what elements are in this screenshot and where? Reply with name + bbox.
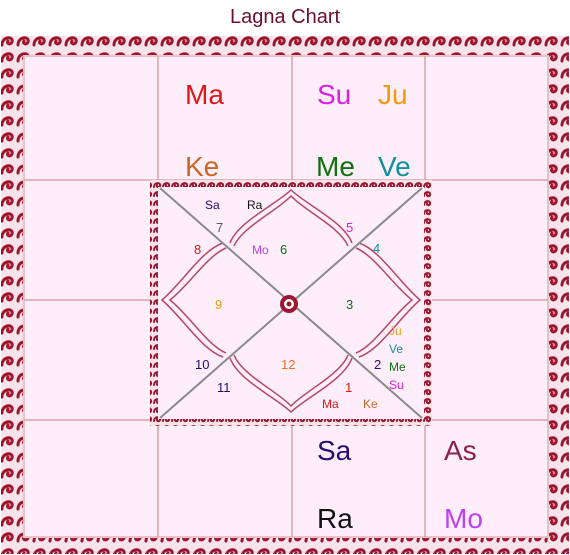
house-number: 9 [215, 297, 222, 312]
planet-label: Ve [389, 342, 403, 356]
house-number: 3 [346, 297, 353, 312]
planet-label: Ra [317, 503, 353, 534]
house-number: 7 [216, 220, 223, 235]
planet-label: Su [317, 79, 351, 110]
planet-label: Ra [247, 198, 263, 212]
planet-label: Me [389, 360, 406, 374]
planet-label: Ma [185, 79, 224, 110]
planet-label: Ju [378, 79, 408, 110]
planet-label: Sa [317, 435, 352, 466]
house-number: 12 [281, 357, 295, 372]
planet-label: Ke [363, 397, 378, 411]
planet-label: Ma [322, 397, 339, 411]
planet-label: Ve [378, 151, 411, 182]
planet-label: Mo [444, 503, 483, 534]
planet-label: Sa [205, 198, 220, 212]
house-number: 5 [346, 220, 353, 235]
house-number: 2 [374, 357, 381, 372]
house-number: 6 [280, 242, 287, 257]
outer-planets: Ma Ke Su Ju Me Ve Sa Ra As Mo [185, 79, 483, 534]
house-number: 4 [373, 241, 380, 256]
house-number: 11 [217, 380, 231, 395]
planet-label: Ju [389, 324, 402, 338]
inner-chart [150, 180, 432, 426]
inner-petals [160, 188, 422, 414]
inner-planets: Sa Ra Mo Ju Ve Me Su Ma Ke [205, 198, 406, 411]
house-numbers: 7 8 6 5 4 9 3 10 11 12 2 1 [194, 220, 381, 395]
planet-label: Ke [185, 151, 219, 182]
planet-label: Su [389, 378, 404, 392]
planet-label: As [444, 435, 477, 466]
house-number: 10 [195, 357, 209, 372]
planet-label: Me [316, 151, 355, 182]
planet-label: Mo [252, 243, 269, 257]
house-number: 8 [194, 242, 201, 257]
center-ornament [280, 295, 298, 313]
chart-title: Lagna Chart [229, 6, 341, 28]
house-number: 1 [345, 380, 352, 395]
